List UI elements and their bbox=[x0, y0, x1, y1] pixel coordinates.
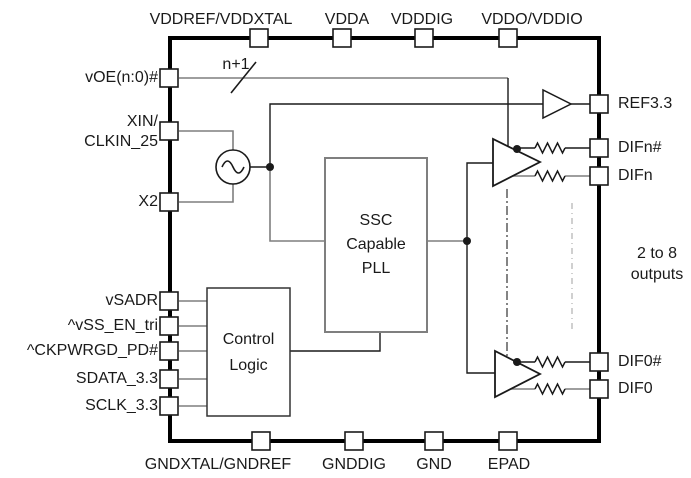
pin-square-gndxtal-gndref bbox=[251, 431, 271, 451]
pin-label-sclk: SCLK_3.3 bbox=[85, 397, 158, 414]
pin-label-voe: vOE(n:0)# bbox=[85, 69, 158, 86]
pin-square-vsadr bbox=[159, 291, 179, 311]
pin-label-ckpwrgd-pd: ^CKPWRGD_PD# bbox=[26, 342, 158, 359]
pin-square-dif0 bbox=[589, 379, 609, 399]
junction-dot bbox=[513, 145, 521, 153]
gray-wires bbox=[179, 77, 590, 407]
pll-block-box bbox=[324, 157, 428, 333]
pin-label-dif0: DIF0 bbox=[618, 380, 653, 397]
junction-dot bbox=[513, 358, 521, 366]
sine-wave-glyph bbox=[221, 160, 245, 174]
junction-dots bbox=[266, 145, 521, 366]
control-label-line2: Logic bbox=[229, 357, 268, 374]
outputs-count-note: 2 to 8 outputs bbox=[631, 243, 683, 285]
pin-label-sdata: SDATA_3.3 bbox=[75, 370, 158, 387]
dif0-buffer-icon bbox=[494, 349, 542, 399]
pin-square-vdddig bbox=[414, 28, 434, 48]
pin-square-vdda bbox=[332, 28, 352, 48]
pin-label-vss-en-tri: ^vSS_EN_tri bbox=[67, 317, 158, 334]
oscillator-icon bbox=[215, 149, 251, 185]
pin-label-gnd: GND bbox=[416, 456, 452, 473]
pin-square-vddref-vddxtal bbox=[249, 28, 269, 48]
pin-label-vddo-vddio: VDDO/VDDIO bbox=[481, 11, 583, 28]
pin-square-sdata bbox=[159, 369, 179, 389]
pin-label-dif0-comp: DIF0# bbox=[618, 353, 662, 370]
control-logic-box bbox=[206, 287, 291, 417]
pin-label-vdda: VDDA bbox=[324, 11, 370, 28]
outputs-note-line2: outputs bbox=[630, 266, 684, 283]
termination-resistors bbox=[534, 141, 566, 396]
control-logic-label: Control Logic bbox=[207, 327, 290, 379]
pin-label-xin-line1: XIN/ bbox=[126, 113, 158, 130]
pll-label-line3: PLL bbox=[361, 260, 391, 277]
pin-label-vddref-vddxtal: VDDREF/VDDXTAL bbox=[149, 11, 293, 28]
pin-label-xin-line2: CLKIN_25 bbox=[84, 133, 158, 150]
pll-block-label: SSC Capable PLL bbox=[325, 209, 427, 281]
pin-square-vddo-vddio bbox=[498, 28, 518, 48]
pin-square-ckpwrgd-pd bbox=[159, 341, 179, 361]
junction-dot bbox=[266, 163, 274, 171]
pin-label-gnddig: GNDDIG bbox=[322, 456, 386, 473]
pin-label-ref33: REF3.3 bbox=[618, 95, 673, 112]
pin-label-vdddig: VDDDIG bbox=[390, 11, 454, 28]
clock-trunk-wire bbox=[466, 162, 495, 374]
pin-label-xin-clkin: XIN/ CLKIN_25 bbox=[84, 112, 158, 152]
pin-square-vss-en-tri bbox=[159, 316, 179, 336]
resistor-icon bbox=[534, 382, 566, 396]
pin-label-difn: DIFn bbox=[618, 167, 653, 184]
pin-square-difn-comp bbox=[589, 138, 609, 158]
control-to-pll-wire bbox=[290, 333, 381, 352]
pin-square-x2 bbox=[159, 192, 179, 212]
pin-label-vsadr: vSADR bbox=[105, 292, 158, 309]
pll-label-line1: SSC bbox=[359, 212, 393, 229]
bus-width-slash bbox=[230, 61, 257, 94]
pin-square-sclk bbox=[159, 396, 179, 416]
black-wires bbox=[230, 61, 590, 374]
pin-square-xin-clkin bbox=[159, 121, 179, 141]
control-label-line1: Control bbox=[222, 331, 275, 348]
pin-square-dif0-comp bbox=[589, 352, 609, 372]
resistor-icon bbox=[534, 141, 566, 155]
ref-clock-wire bbox=[269, 103, 543, 167]
junction-dot bbox=[463, 237, 471, 245]
chip-outline bbox=[168, 36, 601, 443]
pll-input-wire bbox=[269, 171, 325, 242]
ref-buffer-icon bbox=[542, 88, 573, 120]
pin-square-gnddig bbox=[344, 431, 364, 451]
resistor-icon bbox=[534, 355, 566, 369]
x2-wire bbox=[179, 184, 234, 203]
resistor-icon bbox=[534, 169, 566, 183]
pin-label-x2: X2 bbox=[138, 193, 158, 210]
pin-squares bbox=[159, 28, 609, 451]
pll-label-line2: Capable bbox=[346, 236, 406, 253]
xin-wire bbox=[179, 130, 234, 151]
pin-square-difn bbox=[589, 166, 609, 186]
outputs-note-line1: 2 to 8 bbox=[636, 245, 678, 262]
pin-label-difn-comp: DIFn# bbox=[618, 139, 662, 156]
pin-label-epad: EPAD bbox=[487, 456, 531, 473]
pin-square-epad bbox=[498, 431, 518, 451]
pin-square-ref33 bbox=[589, 94, 609, 114]
pin-square-gnd bbox=[424, 431, 444, 451]
pin-label-gndxtal-gndref: GNDXTAL/GNDREF bbox=[144, 456, 292, 473]
bus-width-label: n+1 bbox=[222, 56, 250, 73]
pin-square-voe bbox=[159, 68, 179, 88]
